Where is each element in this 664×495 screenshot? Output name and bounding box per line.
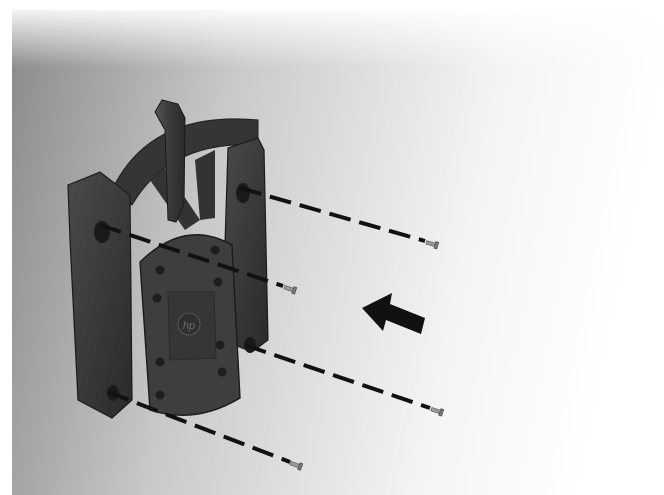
rivet (216, 341, 225, 350)
bracket-left-plate (68, 172, 132, 418)
rivet (156, 391, 165, 400)
rivet (156, 266, 165, 275)
rivet (218, 368, 227, 377)
bracket-right-upper-hole (236, 183, 250, 203)
rivet (156, 358, 165, 367)
hp-logo-text: hp (183, 320, 195, 332)
rivet (153, 294, 162, 303)
rivet (214, 278, 223, 287)
rivet (211, 246, 220, 255)
